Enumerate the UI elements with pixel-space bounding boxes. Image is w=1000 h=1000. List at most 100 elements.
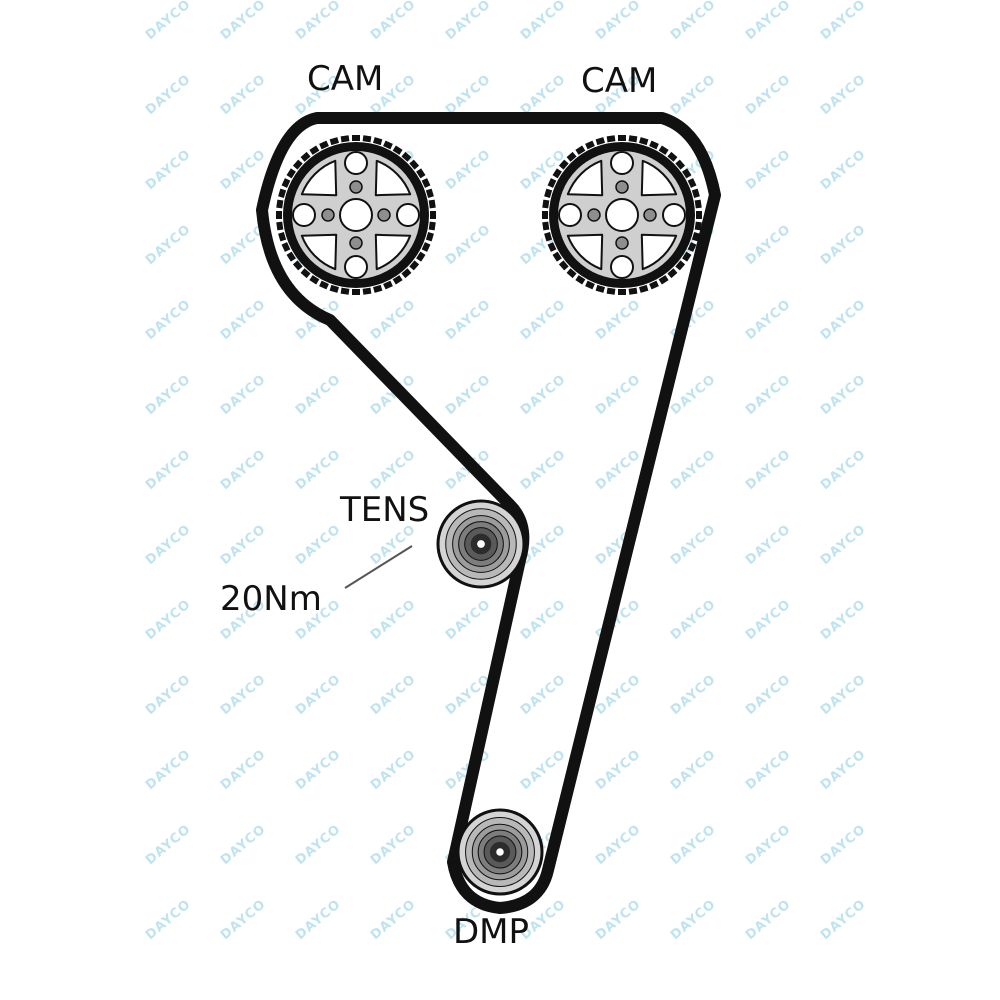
watermark-text: DAYCO <box>293 522 344 568</box>
watermark-text: DAYCO <box>368 672 419 718</box>
sprocket-tooth <box>547 178 557 188</box>
sprocket-tooth <box>694 221 702 231</box>
watermark-text: DAYCO <box>218 822 269 868</box>
watermark-text: DAYCO <box>143 822 194 868</box>
watermark-text: DAYCO <box>443 147 494 193</box>
sprocket-tooth <box>687 178 697 188</box>
watermark-text: DAYCO <box>143 222 194 268</box>
watermark-text: DAYCO <box>218 147 269 193</box>
sprocket-tooth <box>696 211 702 219</box>
sprocket-window <box>640 159 678 197</box>
sprocket-tooth <box>628 287 638 295</box>
watermark-text: DAYCO <box>143 147 194 193</box>
sprocket-tooth <box>276 221 284 231</box>
cam-sprocket-right <box>542 135 702 295</box>
watermark-text: DAYCO <box>368 597 419 643</box>
watermark-text: DAYCO <box>143 672 194 718</box>
sprocket-hub <box>605 198 639 232</box>
watermark-text: DAYCO <box>443 222 494 268</box>
watermark-text: DAYCO <box>818 372 869 418</box>
watermark-text: DAYCO <box>218 522 269 568</box>
sprocket-tooth <box>691 188 700 198</box>
sprocket-tooth <box>281 178 291 188</box>
sprocket-hole <box>292 203 316 227</box>
watermark-text: DAYCO <box>143 447 194 493</box>
sprocket-tooth <box>421 178 431 188</box>
watermark-text: DAYCO <box>818 147 869 193</box>
watermark-text: DAYCO <box>743 522 794 568</box>
watermark-text: DAYCO <box>218 72 269 118</box>
watermark-text: DAYCO <box>443 0 494 43</box>
sprocket-tooth <box>401 151 412 162</box>
sprocket-tooth <box>362 287 372 295</box>
watermark-text: DAYCO <box>668 747 719 793</box>
watermark-text: DAYCO <box>293 897 344 943</box>
watermark-text: DAYCO <box>518 0 569 43</box>
watermark-text: DAYCO <box>818 0 869 43</box>
sprocket-bolt <box>587 208 601 222</box>
watermark-text: DAYCO <box>743 297 794 343</box>
watermark-text: DAYCO <box>368 0 419 43</box>
watermark-text: DAYCO <box>293 0 344 43</box>
watermark-text: DAYCO <box>518 297 569 343</box>
watermark-text: DAYCO <box>293 372 344 418</box>
sprocket-tooth <box>618 289 626 295</box>
sprocket-tooth <box>352 135 360 141</box>
sprocket-tooth <box>340 287 350 295</box>
watermark-text: DAYCO <box>743 222 794 268</box>
watermark-text: DAYCO <box>818 597 869 643</box>
sprocket-tooth <box>319 140 329 150</box>
watermark-text: DAYCO <box>143 72 194 118</box>
sprocket-tooth <box>618 135 626 141</box>
sprocket-tooth <box>329 284 339 293</box>
sprocket-tooth <box>542 199 550 209</box>
sprocket-tooth <box>595 137 605 146</box>
sprocket-tooth <box>682 168 692 179</box>
sprocket-tooth <box>425 232 434 242</box>
sprocket-tooth <box>552 251 562 262</box>
watermark-text: DAYCO <box>668 822 719 868</box>
pulley-bore <box>477 540 485 548</box>
sprocket-tooth <box>687 242 697 252</box>
watermark-text: DAYCO <box>293 747 344 793</box>
watermark-text: DAYCO <box>668 672 719 718</box>
watermark-text: DAYCO <box>818 747 869 793</box>
watermark-text: DAYCO <box>668 897 719 943</box>
sprocket-tooth <box>585 140 595 150</box>
watermark-text: DAYCO <box>443 372 494 418</box>
watermark-text: DAYCO <box>668 0 719 43</box>
watermark-text: DAYCO <box>743 747 794 793</box>
sprocket-bolt <box>321 208 335 222</box>
sprocket-tooth <box>544 232 553 242</box>
sprocket-tooth <box>292 159 303 170</box>
sprocket-tooth <box>658 145 669 155</box>
watermark-text: DAYCO <box>368 447 419 493</box>
watermark-text: DAYCO <box>743 597 794 643</box>
sprocket-tooth <box>575 145 586 155</box>
tensioner-pulley <box>436 499 526 589</box>
sprocket-bolt <box>615 236 629 250</box>
sprocket-bolt <box>643 208 657 222</box>
watermark-text: DAYCO <box>218 372 269 418</box>
watermark-text: DAYCO <box>818 447 869 493</box>
watermark-text: DAYCO <box>593 0 644 43</box>
sprocket-hole <box>610 151 634 175</box>
sprocket-tooth <box>606 287 616 295</box>
sprocket-tooth <box>319 280 329 290</box>
watermark-text: DAYCO <box>743 372 794 418</box>
sprocket-tooth <box>401 268 412 279</box>
watermark-text: DAYCO <box>368 897 419 943</box>
watermark-text: DAYCO <box>518 597 569 643</box>
watermark-text: DAYCO <box>668 72 719 118</box>
sprocket-tooth <box>340 135 350 143</box>
watermark-text: DAYCO <box>143 372 194 418</box>
sprocket-tooth <box>362 135 372 143</box>
watermark-text: DAYCO <box>143 897 194 943</box>
sprocket-window <box>566 159 604 197</box>
sprocket-tooth <box>575 275 586 285</box>
sprocket-bolt <box>349 180 363 194</box>
watermark-text: DAYCO <box>143 0 194 43</box>
sprocket-tooth <box>649 280 659 290</box>
sprocket-tooth <box>552 168 562 179</box>
watermark-text: DAYCO <box>518 672 569 718</box>
